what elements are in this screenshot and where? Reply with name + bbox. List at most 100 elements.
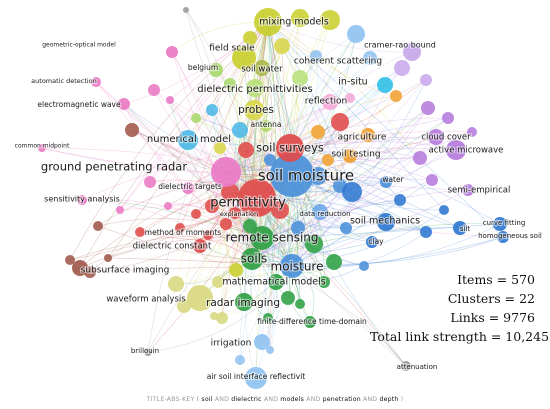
keyword-node-agriculture[interactable] — [361, 128, 375, 142]
keyword-node-moisture[interactable] — [280, 254, 304, 278]
keyword-node-mathematical-models[interactable] — [268, 274, 284, 290]
keyword-label-soil-moisture: soil moisture — [258, 167, 354, 185]
keyword-node-reflection[interactable] — [322, 94, 338, 110]
cluster-node — [394, 194, 406, 206]
cluster-node — [263, 313, 273, 323]
query-term: models — [280, 396, 304, 403]
cluster-node — [340, 222, 352, 234]
keyword-node-air-soil-interface-reflectivit[interactable] — [245, 367, 267, 389]
keyword-node-remote-sensing[interactable] — [250, 226, 274, 250]
keyword-node-silt[interactable] — [453, 221, 467, 235]
keyword-node-explanation[interactable] — [229, 207, 241, 219]
link-line — [169, 99, 253, 260]
keyword-label-finite-difference-time-domain: finite-difference time-domain — [257, 317, 367, 326]
keyword-node-active-microwave[interactable] — [446, 140, 466, 160]
keyword-label-curve-fitting: curve fitting — [483, 219, 526, 227]
keyword-node-automatic-detection[interactable] — [91, 77, 101, 87]
keyword-node-radar-imaging[interactable] — [235, 293, 253, 311]
link-line — [69, 234, 263, 261]
link-line — [291, 199, 401, 267]
cluster-node — [214, 142, 226, 154]
keyword-node-curve-fitting[interactable] — [493, 217, 507, 231]
keyword-node-irrigation[interactable] — [254, 334, 270, 350]
keyword-node-soil-testing[interactable] — [343, 149, 357, 163]
cluster-node — [206, 104, 218, 116]
keyword-node-attenuation[interactable] — [401, 361, 411, 371]
keyword-node-electromagnetic-wave[interactable] — [118, 98, 130, 110]
keyword-node-data-reduction[interactable] — [312, 204, 328, 220]
keyword-label-agriculture: agriculture — [338, 133, 387, 143]
keyword-node-geometric-optical-model[interactable] — [166, 46, 178, 58]
keyword-node-soil-surveys[interactable] — [276, 134, 304, 162]
cluster-node — [291, 221, 305, 235]
keyword-node-sensitivity-analysis[interactable] — [77, 195, 87, 205]
keyword-node-semi-empirical[interactable] — [462, 184, 474, 196]
cluster-node — [125, 123, 139, 137]
keyword-label-reflection: reflection — [305, 97, 347, 107]
cluster-node — [305, 235, 323, 253]
keyword-label-mixing-models: mixing models — [259, 17, 329, 28]
cluster-node — [467, 127, 477, 137]
keyword-node-mixing-models[interactable] — [254, 8, 282, 36]
link-line — [225, 17, 301, 173]
keyword-label-air-soil-interface-reflectivit: air soil interface reflectivit — [207, 372, 306, 381]
keyword-node-soils[interactable] — [241, 248, 263, 270]
link-line — [97, 218, 263, 239]
cluster-node — [116, 206, 124, 214]
keyword-node-dielectric-targets[interactable] — [182, 182, 194, 194]
keyword-label-soils: soils — [241, 252, 268, 266]
keyword-node-belgium[interactable] — [209, 63, 223, 77]
keyword-node-method-of-moments[interactable] — [203, 230, 213, 240]
network-statistics: Items = 570 Clusters = 22 Links = 9776 T… — [370, 270, 549, 346]
keyword-label-irrigation: irrigation — [211, 339, 252, 349]
link-line — [81, 199, 263, 239]
cluster-node — [420, 226, 432, 238]
cluster-node — [390, 90, 402, 102]
keyword-node-dielectric-permittivities[interactable] — [246, 79, 264, 97]
keyword-node-permittivity[interactable] — [238, 179, 276, 217]
keyword-node-in-situ[interactable] — [377, 77, 393, 93]
link-line — [149, 21, 269, 183]
keyword-node-probes[interactable] — [244, 100, 264, 120]
keyword-label-semi-empirical: semi-empirical — [448, 186, 511, 196]
keyword-node-soil-mechanics[interactable] — [377, 213, 395, 231]
keyword-node-finite-difference-time-domain[interactable] — [304, 316, 316, 328]
keyword-label-subsurface-imaging: subsurface imaging — [81, 266, 170, 276]
link-line — [225, 157, 421, 173]
keyword-label-attenuation: attenuation — [397, 363, 438, 371]
keyword-node-brillouin[interactable] — [144, 348, 152, 356]
keyword-label-probes: probes — [238, 104, 274, 116]
keyword-node-common-midpoint[interactable] — [38, 144, 46, 152]
cluster-node — [271, 201, 289, 219]
keyword-node-soil-water[interactable] — [254, 60, 270, 76]
keyword-node-cramer-rao-bound[interactable] — [403, 43, 421, 61]
keyword-node-dielectric-constant[interactable] — [193, 239, 207, 253]
keyword-node-soil-moisture[interactable] — [270, 153, 314, 197]
keyword-node-coherent-scattering[interactable] — [347, 25, 365, 43]
link-line — [147, 147, 291, 353]
link-line — [256, 17, 301, 199]
keyword-node-waveform-analysis[interactable] — [187, 285, 213, 311]
cluster-node — [345, 93, 355, 103]
keyword-node-homogeneous-soil[interactable] — [497, 231, 509, 243]
keyword-node-clay[interactable] — [366, 236, 378, 248]
keyword-node-antenna[interactable] — [260, 120, 272, 132]
link-line — [291, 51, 413, 267]
keyword-node-field-scale[interactable] — [232, 46, 256, 70]
query-operator: AND — [263, 396, 279, 403]
link-line — [289, 57, 371, 149]
keyword-node-ground-penetrating-radar[interactable] — [211, 157, 241, 187]
query-term: depth — [379, 396, 399, 403]
keyword-node-cloud-cover[interactable] — [428, 129, 444, 145]
keyword-node-water[interactable] — [380, 176, 392, 188]
keyword-label-automatic-detection: automatic detection — [31, 77, 97, 85]
keyword-label-belgium: belgium — [188, 63, 218, 72]
keyword-node-numerical-model[interactable] — [178, 130, 198, 150]
keyword-node-subsurface-imaging[interactable] — [72, 260, 88, 276]
keyword-label-antenna: antenna — [250, 120, 281, 129]
link-line — [289, 141, 457, 151]
cluster-node — [243, 219, 257, 233]
link-line — [291, 227, 461, 267]
keyword-label-mathematical-models: mathematical models — [222, 277, 325, 288]
